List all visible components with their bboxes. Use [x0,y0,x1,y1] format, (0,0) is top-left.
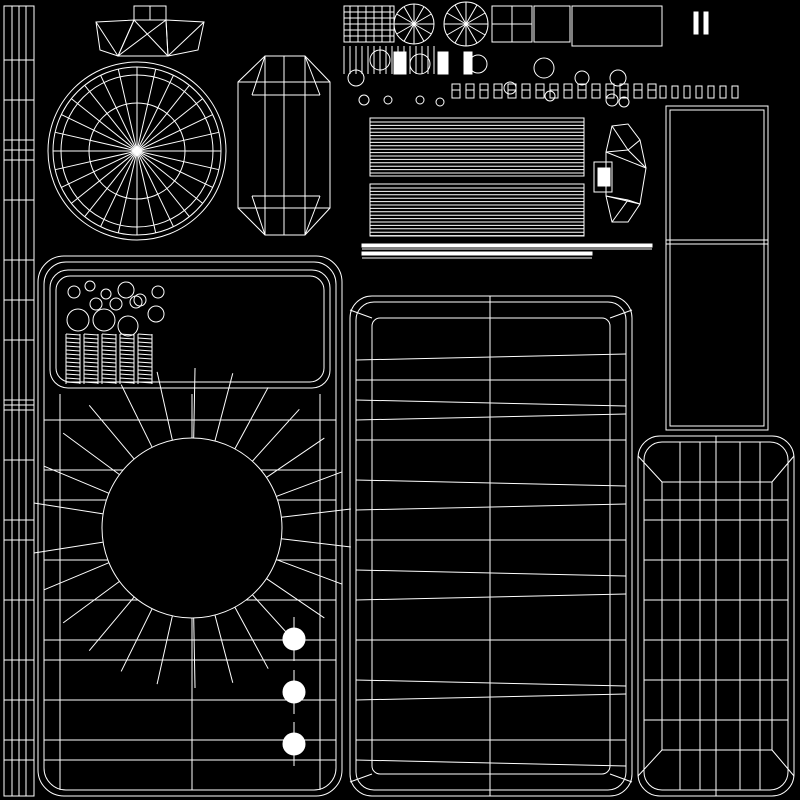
front-panel-island [33,255,351,797]
ribbed-block-island [361,117,653,259]
round-disc-island [47,61,227,241]
tall-capsule-island [237,55,331,236]
right-tall-panel-island [665,105,769,431]
mini-parts-atlas-island [343,1,739,108]
middle-panel-island [349,295,633,797]
left-strip-island [3,5,35,797]
top-cup-island [95,5,205,57]
small-bevel-piece-island [593,123,647,223]
right-bottom-panel-island [637,435,795,797]
